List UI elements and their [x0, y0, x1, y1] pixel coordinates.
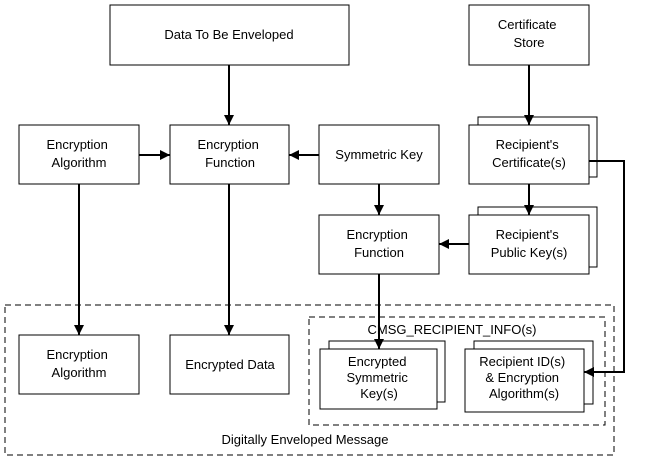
recipient-id-encryption-algorithms-line: Recipient ID(s)	[479, 354, 565, 369]
recipients-public-keys-line: Public Key(s)	[491, 245, 568, 260]
encrypted-symmetric-keys-line: Symmetric	[346, 370, 408, 385]
recipients-certificates-line: Certificate(s)	[492, 155, 566, 170]
recipients-certificates-label: Recipient's Certificate(s)	[492, 137, 566, 170]
encryption-algorithm-input-label: Encryption Algorithm	[46, 137, 111, 170]
recipient-info-label: CMSG_RECIPIENT_INFO(s)	[367, 322, 536, 337]
encryption-algorithm-output-label: Encryption Algorithm	[46, 347, 111, 380]
digitally-enveloped-message-label: Digitally Enveloped Message	[222, 432, 389, 447]
encryption-algorithm-output-box	[18, 334, 140, 395]
data-to-be-enveloped-box	[109, 4, 350, 66]
encryption-function-data-line: Function	[205, 155, 255, 170]
certificate-store-line: Store	[513, 35, 544, 50]
encrypted-data-label: Encrypted Data	[185, 357, 275, 372]
certificate-store-box	[468, 4, 590, 66]
arrow-certificates-to-recipient-id	[584, 160, 625, 377]
encryption-algorithm-input-line: Encryption	[46, 137, 107, 152]
recipients-public-keys-label: Recipient's Public Key(s)	[491, 227, 568, 260]
encrypted-data-line: Encrypted Data	[185, 357, 275, 372]
encrypted-symmetric-keys-label: Encrypted Symmetric Key(s)	[346, 354, 411, 401]
encryption-algorithm-output-line: Algorithm	[52, 365, 107, 380]
certificate-store-label: Certificate Store	[498, 17, 560, 50]
encrypted-symmetric-keys-line: Encrypted	[348, 354, 407, 369]
symmetric-key-label: Symmetric Key	[335, 147, 423, 162]
recipients-certificates-line: Recipient's	[496, 137, 560, 152]
encrypted-symmetric-keys-box	[319, 348, 438, 410]
encryption-function-data-line: Encryption	[197, 137, 258, 152]
recipients-certificates-box	[468, 124, 590, 185]
certificate-store-line: Certificate	[498, 17, 557, 32]
encryption-function-data-label: Encryption Function	[197, 137, 262, 170]
symmetric-key-line: Symmetric Key	[335, 147, 423, 162]
encryption-function-key-box	[318, 214, 440, 275]
data-to-be-enveloped-line: Data To Be Enveloped	[164, 27, 293, 42]
recipient-id-encryption-algorithms-line: & Encryption	[485, 370, 559, 385]
encryption-algorithm-output-line: Encryption	[46, 347, 107, 362]
digitally-enveloped-message-group	[4, 304, 615, 456]
recipients-public-keys-line: Recipient's	[496, 227, 560, 242]
encryption-function-key-line: Encryption	[346, 227, 407, 242]
recipient-id-encryption-algorithms-label: Recipient ID(s) & Encryption Algorithm(s…	[479, 354, 569, 401]
data-to-be-enveloped-label: Data To Be Enveloped	[164, 27, 293, 42]
encryption-function-key-label: Encryption Function	[346, 227, 411, 260]
symmetric-key-box	[318, 124, 440, 185]
encrypted-symmetric-keys-line: Key(s)	[360, 386, 398, 401]
recipient-id-encryption-algorithms-line: Algorithm(s)	[489, 386, 559, 401]
encryption-function-key-line: Function	[354, 245, 404, 260]
recipients-public-keys-box	[468, 214, 590, 275]
encryption-algorithm-input-box	[18, 124, 140, 185]
encrypted-data-box	[169, 334, 290, 395]
encryption-algorithm-input-line: Algorithm	[52, 155, 107, 170]
recipient-id-encryption-algorithms-box	[464, 348, 585, 413]
